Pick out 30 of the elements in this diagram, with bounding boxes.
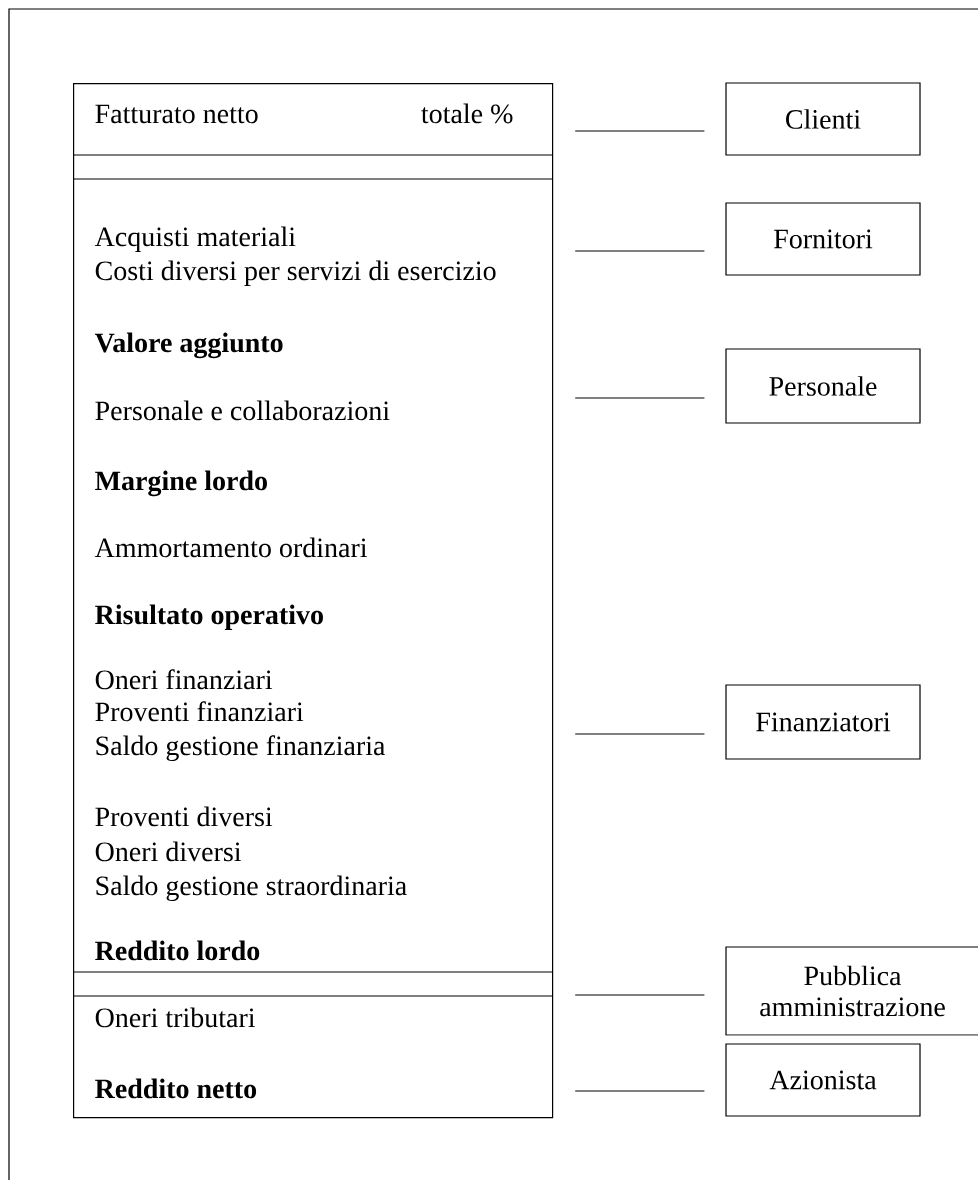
row-label: Reddito lordo — [95, 940, 260, 961]
row-label: Risultato operativo — [95, 604, 323, 630]
row-label: Saldo gestione finanziaria — [96, 735, 386, 762]
row-label: Costi diversi per servizi di esercizio — [95, 260, 496, 286]
connector-line — [574, 1090, 705, 1092]
row-label: Ammortamento ordinari — [94, 537, 368, 558]
connector-line — [574, 733, 705, 735]
stakeholder-box: Azionista — [725, 1043, 921, 1117]
row-label: Margine lordo — [95, 470, 267, 497]
row-label: Fatturato netto — [95, 104, 258, 124]
connector-line — [574, 397, 705, 399]
stakeholder-box: Personale — [725, 348, 921, 424]
stakeholder-box: Fornitori — [725, 202, 921, 276]
connector-line — [574, 250, 705, 252]
connector-line — [574, 130, 705, 132]
stakeholder-box: Finanziatori — [725, 684, 921, 760]
row-label: Proventi finanziari — [95, 701, 304, 722]
row-label: Saldo gestione straordinaria — [96, 875, 407, 902]
row-label: Oneri diversi — [95, 841, 242, 862]
row-label: Reddito netto — [95, 1078, 257, 1099]
row-label: Oneri tributari — [95, 1007, 256, 1028]
row-label: Proventi diversi — [95, 806, 273, 827]
row-label: totale % — [421, 103, 513, 124]
row-label: Personale e collaborazioni — [95, 400, 390, 421]
row-label: Acquisti materiali — [94, 226, 296, 252]
stakeholder-box: Clienti — [725, 82, 921, 156]
connector-line — [574, 994, 705, 996]
stakeholder-box: Pubblica amministrazione — [725, 946, 978, 1036]
row-label: Oneri finanziari — [95, 669, 273, 690]
row-label: Valore aggiunto — [94, 332, 283, 359]
